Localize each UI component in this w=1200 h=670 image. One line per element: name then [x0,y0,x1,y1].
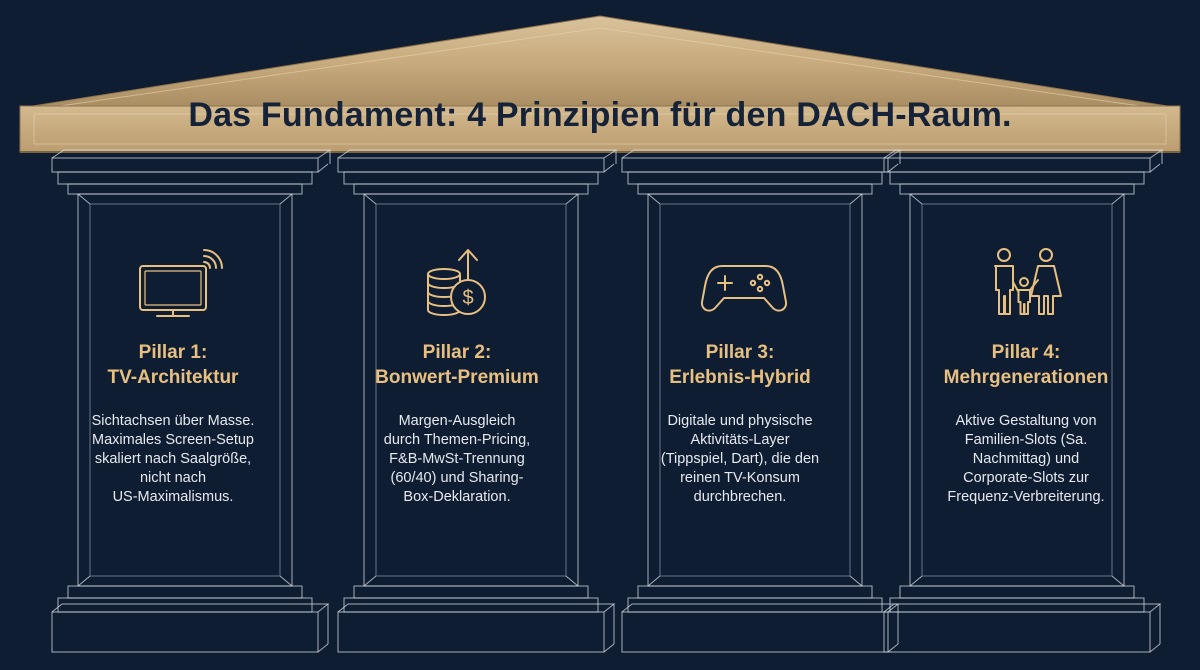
pillar-1-number: Pillar 1: [138,342,208,363]
page-title: Das Fundament: 4 Prinzipien für den DACH… [188,96,1012,134]
pillar-4-frame [883,149,1164,653]
pillar-4-number: Pillar 4: [991,342,1061,363]
family-icon [994,248,1062,315]
pillar-1-frame [51,149,332,653]
pillar-1-desc-line: skaliert nach Saalgröße, [94,451,252,467]
pillar-3-desc-line: durchbrechen. [693,489,787,505]
pillar-1-desc-line: US-Maximalismus. [112,489,234,505]
pillar-3-name: Erlebnis-Hybrid [669,367,811,388]
pillar-2-desc-line: Margen-Ausgleich [398,413,516,429]
pillar-3-frame [621,149,902,653]
roof-pediment [19,15,1181,153]
pillar-2-frame [337,149,618,653]
pillar-1-desc-line: Maximales Screen-Setup [92,432,254,448]
pillar-1-desc-line: nicht nach [139,470,207,486]
pillar-3-number: Pillar 3: [705,342,775,363]
pillar-2-number: Pillar 2: [422,342,492,363]
pillar-3-desc-line: Digitale und physische [667,413,813,429]
pillar-2-desc-line: durch Themen-Pricing, [383,432,531,448]
pillar-4: Pillar 4: Mehrgenerationen Aktive Gestal… [926,340,1126,507]
pillar-4-desc-line: Nachmittag) und [972,451,1080,467]
pillar-2-desc-line: (60/40) und Sharing- [390,470,524,486]
pillar-1: Pillar 1: TV-Architektur Sichtachsen übe… [73,340,273,507]
pillar-4-desc-line: Aktive Gestaltung von [955,413,1097,429]
gamepad-icon [700,265,788,312]
pillar-3: Pillar 3: Erlebnis-Hybrid Digitale und p… [640,340,840,507]
pillar-3-title: Pillar 3: Erlebnis-Hybrid [640,340,840,390]
pillar-4-desc-line: Familien-Slots (Sa. [964,432,1088,448]
coins-dollar-arrow-icon: $ [427,249,486,316]
tv-icon [139,249,223,317]
pillar-2-desc-line: F&B-MwSt-Trennung [389,451,525,467]
pillar-2-desc-line: Box-Deklaration. [403,489,511,505]
pillar-3-description: Digitale und physische Aktivitäts-Layer … [640,412,840,507]
pillar-2-title: Pillar 2: Bonwert-Premium [357,340,557,390]
pillar-4-desc-line: Frequenz-Verbreiterung. [947,489,1105,505]
pillar-4-title: Pillar 4: Mehrgenerationen [926,340,1126,390]
pillar-4-description: Aktive Gestaltung von Familien-Slots (Sa… [926,412,1126,507]
pillar-3-desc-line: Aktivitäts-Layer [690,432,790,448]
pillar-2: Pillar 2: Bonwert-Premium Margen-Ausglei… [357,340,557,507]
pillar-1-description: Sichtachsen über Masse. Maximales Screen… [73,412,273,507]
pillar-1-title: Pillar 1: TV-Architektur [73,340,273,390]
pillar-3-desc-line: reinen TV-Konsum [680,470,800,486]
pillar-1-name: TV-Architektur [107,367,239,388]
pillar-2-description: Margen-Ausgleich durch Themen-Pricing, F… [357,412,557,507]
pillar-1-desc-line: Sichtachsen über Masse. [91,413,255,429]
pillar-2-name: Bonwert-Premium [375,367,539,388]
pillar-3-desc-line: (Tippspiel, Dart), die den [660,451,820,467]
pillar-4-name: Mehrgenerationen [943,367,1109,388]
pillar-4-desc-line: Corporate-Slots zur [963,470,1089,486]
svg-text:$: $ [462,287,473,309]
